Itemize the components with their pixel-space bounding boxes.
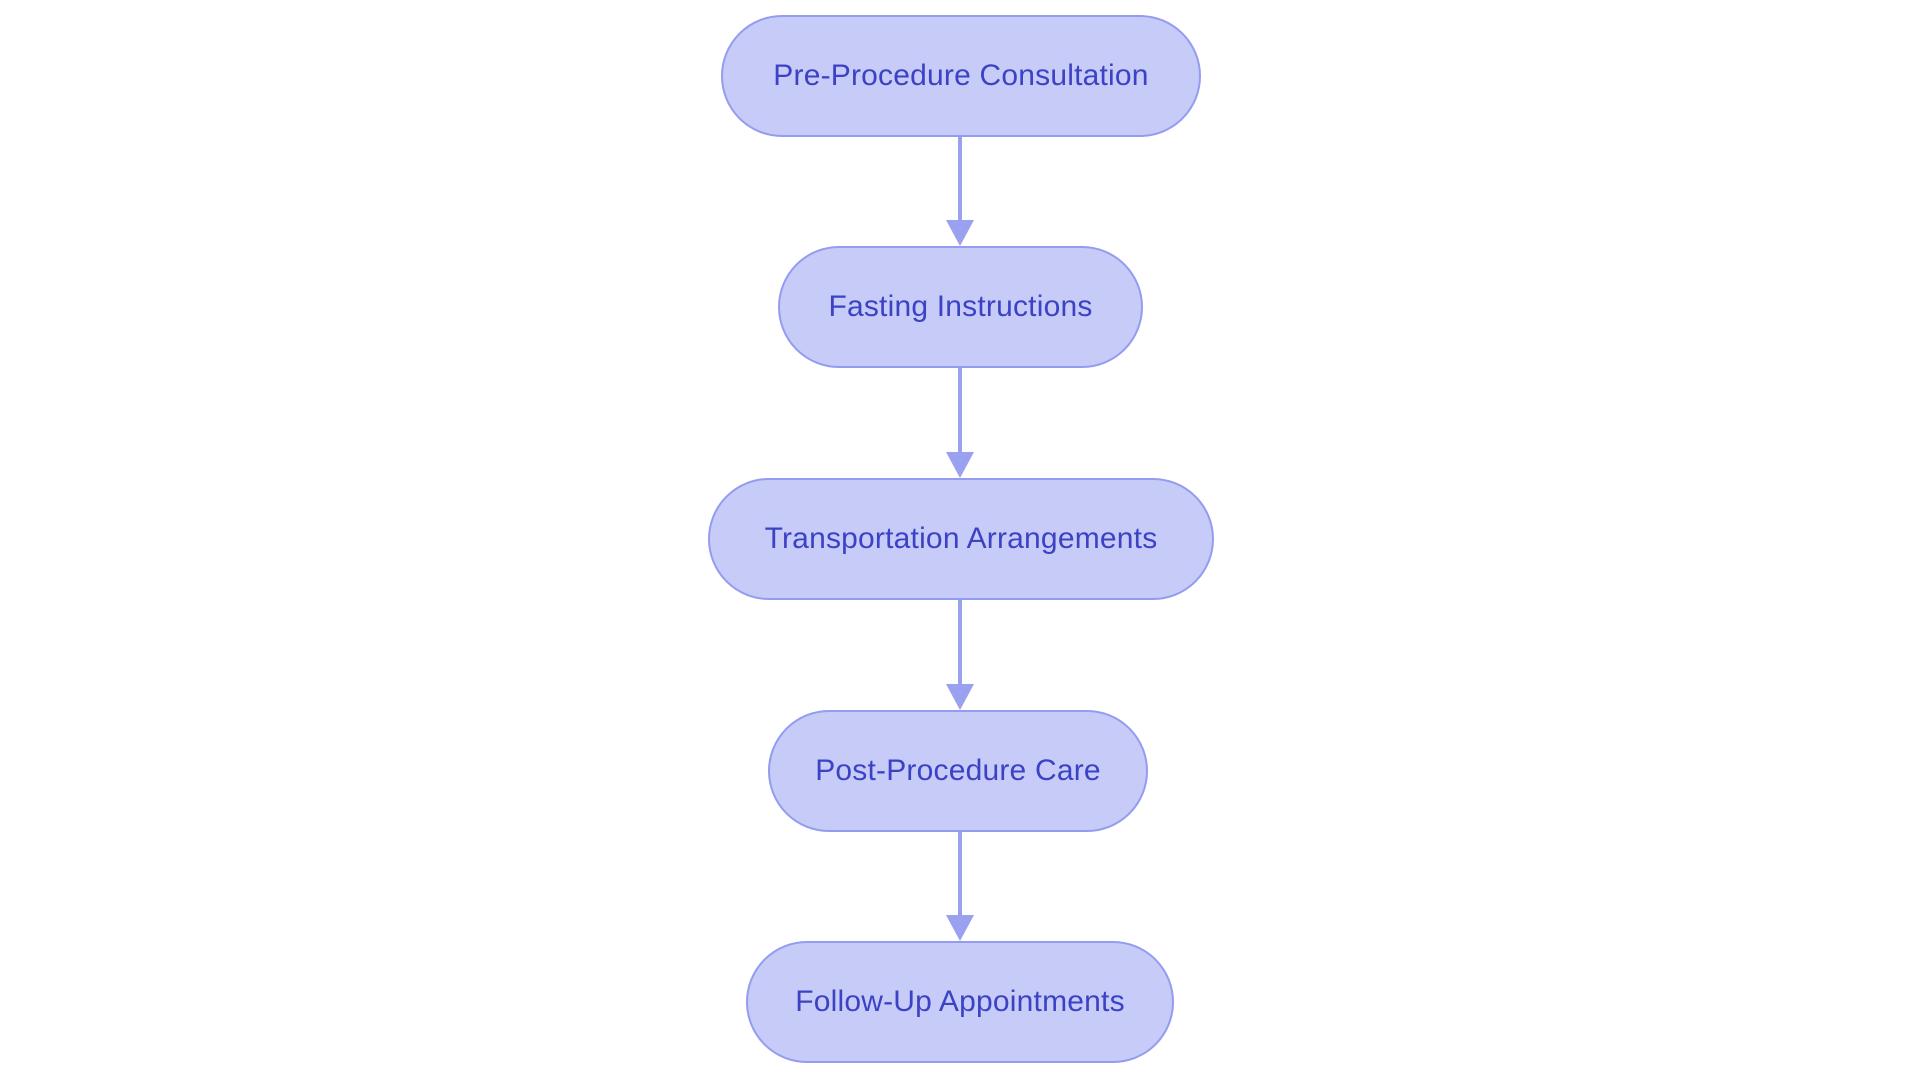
arrow-line (958, 137, 962, 220)
flow-node-label: Post-Procedure Care (815, 754, 1101, 787)
arrow-line (958, 600, 962, 684)
flow-node-transportation-arrangements: Transportation Arrangements (708, 478, 1214, 600)
flow-arrow-2 (946, 368, 974, 478)
flow-node-label: Fasting Instructions (828, 290, 1093, 323)
flow-arrow-4 (946, 832, 974, 941)
arrow-line (958, 368, 962, 452)
flow-node-label: Transportation Arrangements (764, 522, 1158, 555)
arrow-down-icon (946, 684, 974, 710)
flow-node-fasting-instructions: Fasting Instructions (778, 246, 1143, 368)
flow-node-pre-procedure-consultation: Pre-Procedure Consultation (721, 15, 1201, 137)
flow-node-label: Follow-Up Appointments (795, 985, 1125, 1018)
flow-node-follow-up-appointments: Follow-Up Appointments (746, 941, 1174, 1063)
flow-arrow-3 (946, 600, 974, 710)
arrow-down-icon (946, 220, 974, 246)
arrow-down-icon (946, 915, 974, 941)
flow-arrow-1 (946, 137, 974, 246)
arrow-down-icon (946, 452, 974, 478)
flow-node-label: Pre-Procedure Consultation (773, 59, 1149, 92)
flow-node-post-procedure-care: Post-Procedure Care (768, 710, 1148, 832)
arrow-line (958, 832, 962, 915)
